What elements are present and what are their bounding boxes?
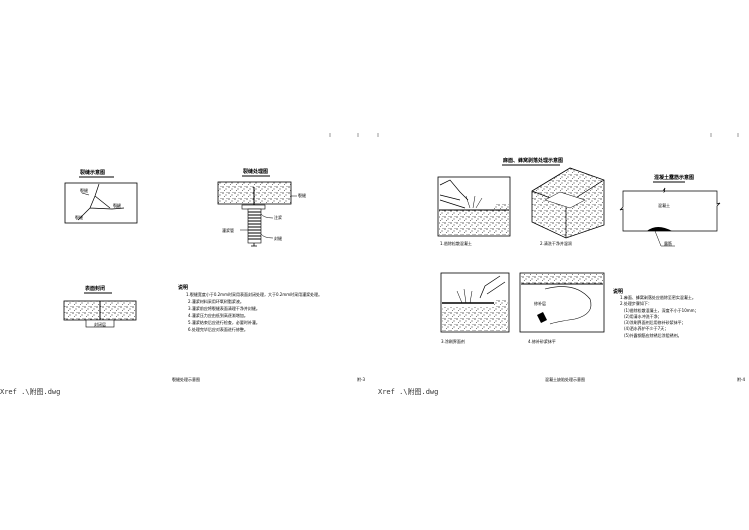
note-line: (4)洒水养护不少于7天；	[624, 325, 668, 331]
step3-diagram: 3.涂刷界面剂	[440, 272, 510, 344]
fig1-title: 裂缝示意图	[79, 169, 105, 176]
xref-label: Xref .\附图.dwg	[0, 387, 60, 396]
step1-diagram: 1.凿除松散混凝土	[437, 176, 511, 246]
callout-label: 灌浆管	[222, 227, 234, 233]
note-line: 1.裂缝宽度小于0.2mm时采用表面封闭处理，大于0.2mm时采用灌浆处理。	[186, 291, 322, 297]
note-line: 2.灌浆材料采用环氧树脂浆液。	[188, 298, 244, 304]
note-line: 1.麻面、蜂窝剥落处应凿除至密实混凝土。	[620, 294, 696, 300]
xref-label: Xref .\附图.dwg	[378, 387, 438, 396]
step-caption: 3.涂刷界面剂	[441, 338, 465, 344]
right-sheet: 麻面、蜂窝剥落处理示意图 1.凿除松散混凝土 2.清洗干净并湿润 混凝土露筋示意…	[377, 133, 745, 396]
surface-seal-diagram: 封闭层	[63, 300, 137, 328]
callout-label: 裂缝	[298, 192, 306, 198]
step-caption: 1.凿除松散混凝土	[440, 240, 472, 246]
step4-diagram: 修补层 4.修补砂浆抹平	[519, 272, 605, 344]
crack-label: 裂缝	[113, 202, 121, 208]
left-sheet: 裂缝示意图 裂缝 裂缝 裂缝 裂缝处理图 裂缝 注浆 灌浆管 封缝 表面封闭	[0, 133, 365, 396]
notes-title: 说明	[178, 284, 188, 291]
sheet-number: 附-3	[357, 376, 365, 382]
note-line: 3.灌浆前应将裂缝表面清理干净并封缝。	[188, 305, 260, 311]
grouting-diagram: 裂缝 注浆 灌浆管 封缝	[217, 181, 306, 247]
crack-label: 裂缝	[75, 214, 83, 220]
crack-label: 裂缝	[80, 187, 88, 193]
note-line: (5)外露钢筋应除锈后涂阻锈剂。	[624, 332, 682, 338]
layer-label: 修补层	[534, 300, 546, 306]
rebar-label: 露筋	[664, 240, 672, 246]
sheet-number: 附-4	[737, 376, 745, 382]
note-line: (3)涂刷界面剂后用修补砂浆抹平；	[624, 319, 686, 325]
callout-label: 注浆	[274, 214, 282, 220]
exposed-rebar-diagram: 混凝土 露筋	[619, 187, 721, 247]
note-line: 2.处理步骤如下：	[620, 300, 652, 306]
sheet-title: 裂缝处理示意图	[172, 376, 200, 382]
callout-label: 封缝	[274, 235, 282, 241]
fig3-title: 表面封闭	[84, 285, 105, 292]
crack-diagram: 裂缝 裂缝 裂缝	[64, 182, 138, 224]
left-notes: 说明 1.裂缝宽度小于0.2mm时采用表面封闭处理，大于0.2mm时采用灌浆处理…	[178, 284, 322, 332]
note-line: 6.处理完毕后应对表面进行修整。	[188, 326, 248, 332]
main-title: 麻面、蜂窝剥落处理示意图	[502, 157, 563, 164]
fig3-title: 混凝土露筋示意图	[654, 174, 694, 181]
region-label: 混凝土	[658, 202, 670, 208]
sheet-title: 混凝土缺陷处理示意图	[545, 376, 585, 382]
fig2-title: 裂缝处理图	[242, 168, 268, 175]
note-line: 5.灌浆结束后应进行检查，必要时补灌。	[188, 319, 260, 325]
notes-title: 说明	[613, 288, 623, 295]
note-line: 4.灌浆压力应由低到高逐渐增加。	[188, 312, 248, 318]
note-line: (2)用清水冲洗干净；	[624, 313, 662, 319]
seal-label: 封闭层	[94, 321, 106, 327]
step-caption: 4.修补砂浆抹平	[528, 338, 556, 344]
step-caption: 2.清洗干净并湿润	[540, 240, 572, 246]
note-line: (1)凿除松散混凝土，深度不小于10mm；	[624, 307, 699, 313]
right-notes: 说明 1.麻面、蜂窝剥落处应凿除至密实混凝土。 2.处理步骤如下： (1)凿除松…	[613, 288, 699, 338]
iso-block-diagram: 2.清洗干净并湿润	[531, 167, 605, 246]
